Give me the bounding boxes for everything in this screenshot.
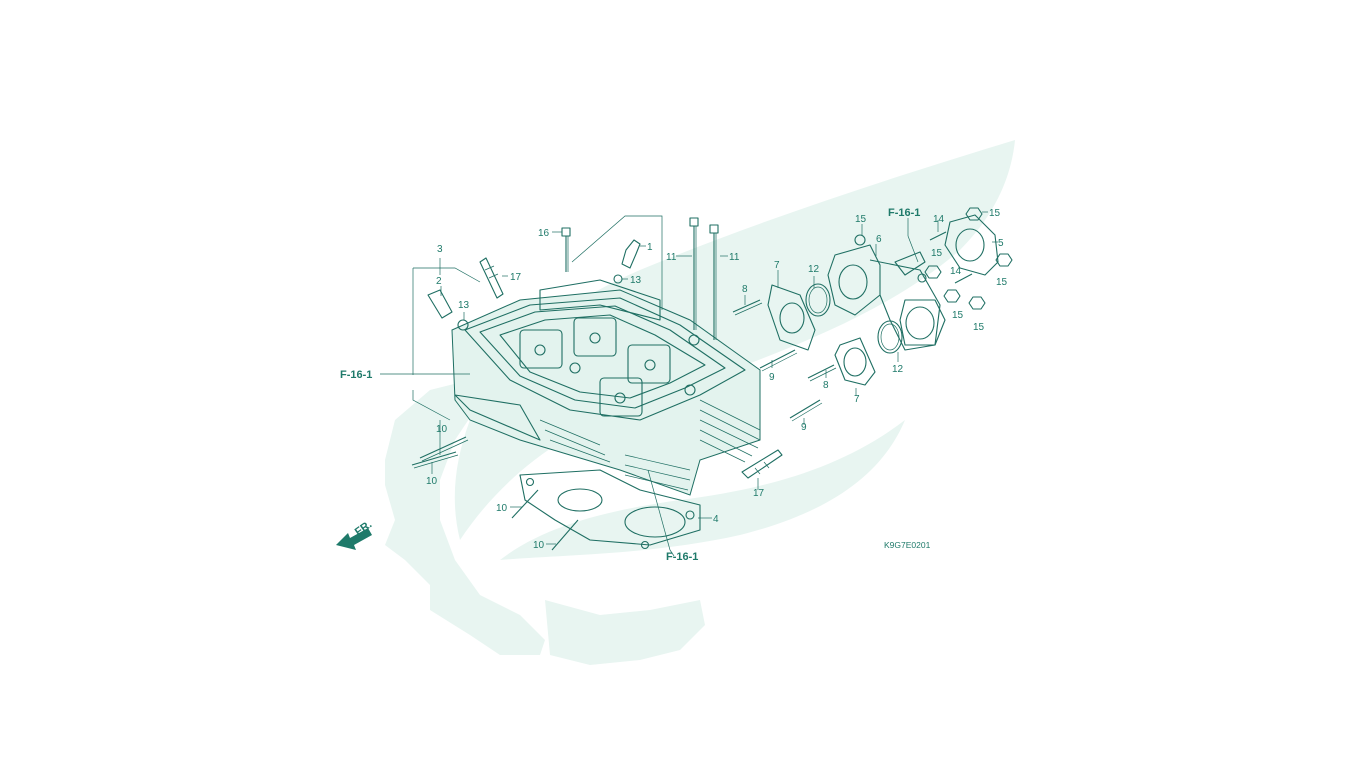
bolt-11[interactable]	[688, 217, 719, 346]
callout: 17	[510, 272, 522, 283]
callout: 10	[496, 503, 508, 514]
nut-15[interactable]	[924, 207, 1013, 310]
callout: 13	[630, 275, 642, 286]
bolt-14[interactable]	[929, 231, 973, 284]
o-ring-12-upper[interactable]	[805, 283, 831, 317]
reference-labels: F-16-1 F-16-1 F-16-1	[340, 207, 920, 563]
ref-link[interactable]: F-16-1	[666, 551, 698, 563]
callout: 3	[437, 244, 443, 255]
callout: 14	[933, 214, 945, 225]
callout: 11	[729, 252, 740, 263]
cylinder-head[interactable]	[451, 279, 761, 496]
callout: 9	[769, 372, 775, 383]
callout: 10	[436, 424, 448, 435]
callout-labels: 1 2 3 4 5 6 7 7 8 8 9 9 10 10 10 10 11 1…	[426, 208, 1008, 551]
callout: 1	[647, 242, 653, 253]
callout: 5	[998, 238, 1004, 249]
callout: 10	[533, 540, 545, 551]
stud-8[interactable]	[732, 299, 837, 382]
callout: 15	[989, 208, 1001, 219]
callout: 7	[854, 394, 860, 405]
callout: 13	[458, 300, 470, 311]
callout: 2	[436, 276, 442, 287]
callout: 12	[808, 264, 820, 275]
callout: 7	[774, 260, 780, 271]
callout: 11	[666, 252, 677, 263]
callout: 8	[742, 284, 748, 295]
spark-plug-17-lower[interactable]	[741, 449, 783, 479]
callout: 16	[538, 228, 550, 239]
group-1-bracket	[571, 215, 663, 310]
stud-10[interactable]	[411, 436, 579, 551]
callout: 17	[753, 488, 765, 499]
watermark-logo	[385, 140, 1016, 665]
leader-lines	[380, 211, 998, 557]
callout: 15	[996, 277, 1008, 288]
spark-plug-17-upper[interactable]	[479, 257, 504, 299]
insulator-7-upper[interactable]	[767, 284, 816, 351]
ref-link[interactable]: F-16-1	[340, 369, 372, 381]
group-3-bracket	[412, 267, 481, 421]
stud-9[interactable]	[759, 349, 823, 422]
drawing-code: K9G7E0201	[884, 540, 931, 550]
callout: 8	[823, 380, 829, 391]
bolt-16[interactable]	[561, 227, 571, 272]
insulator-7-lower[interactable]	[834, 337, 876, 386]
callout: 14	[950, 266, 962, 277]
joint-5[interactable]	[944, 214, 999, 276]
part-2-sleeve[interactable]	[427, 289, 469, 331]
cylinder-head-gasket[interactable]	[519, 469, 701, 550]
callout: 15	[931, 248, 943, 259]
callout: 6	[876, 234, 882, 245]
callout: 9	[801, 422, 807, 433]
callout: 12	[892, 364, 904, 375]
ref-link[interactable]: F-16-1	[888, 207, 920, 219]
callout: 10	[426, 476, 438, 487]
callout: 4	[713, 514, 719, 525]
callout: 15	[952, 310, 964, 321]
callout: 15	[855, 214, 867, 225]
intake-manifold-6[interactable]	[827, 234, 946, 351]
front-arrow: FR.	[336, 518, 374, 550]
callout: 15	[973, 322, 985, 333]
